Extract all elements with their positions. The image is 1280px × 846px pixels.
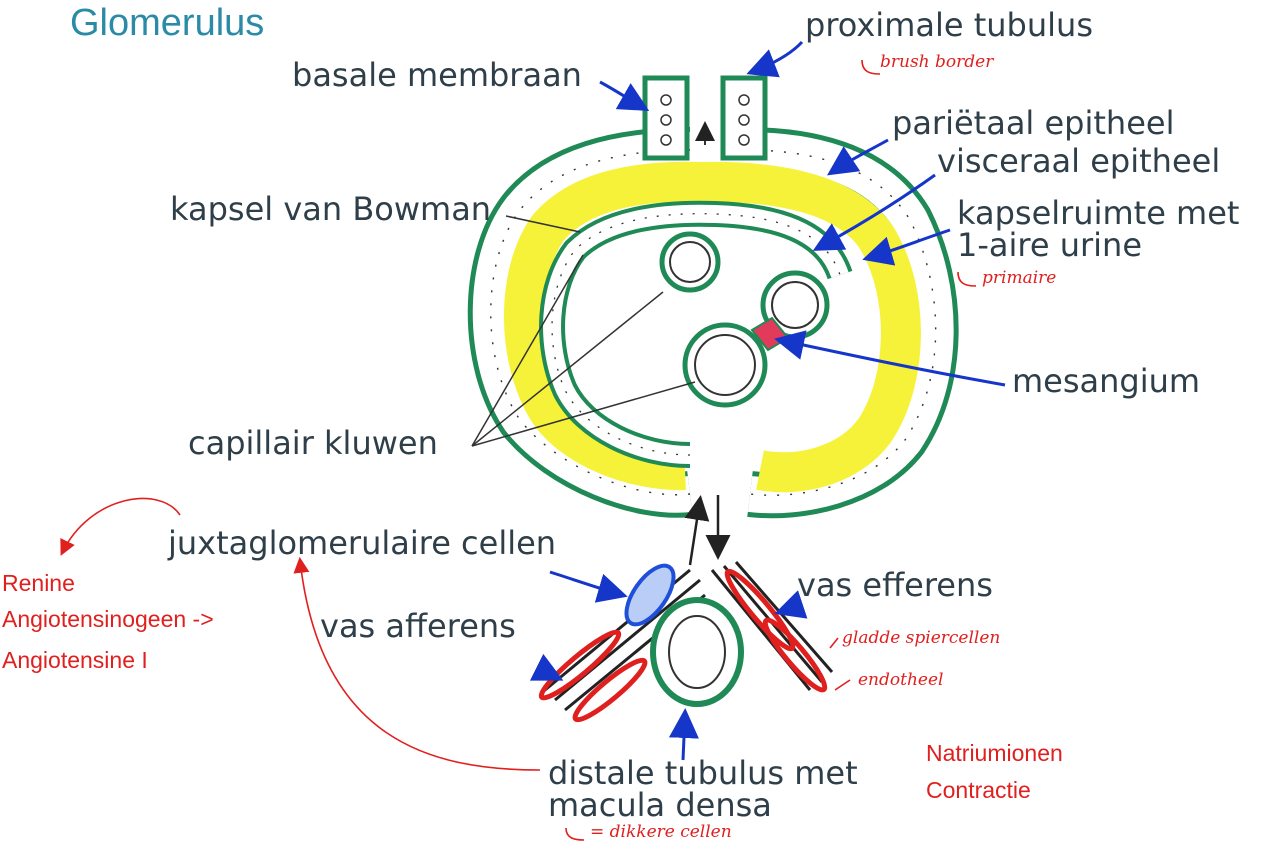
vascular-pole <box>538 495 834 723</box>
label-kapselruimte-line2: 1-aire urine <box>957 226 1143 264</box>
label-basale-membraan: basale membraan <box>292 56 582 94</box>
label-vas-efferens: vas efferens <box>797 566 993 604</box>
pointer-lines <box>471 215 696 447</box>
annotation-renine: Renine <box>2 570 75 596</box>
label-brush-border: brush border <box>880 52 994 72</box>
vas-afferens-drawing <box>538 495 710 723</box>
label-endotheel: endotheel <box>858 670 944 690</box>
label-kapselruimte-line1: kapselruimte met <box>957 194 1240 232</box>
label-proximale-tubulus: proximale tubulus <box>805 6 1093 44</box>
annotation-natriumionen: Natriumionen <box>926 740 1063 766</box>
diagram-title: Glomerulus <box>70 2 265 44</box>
label-kapsel-van-bowman: kapsel van Bowman <box>170 190 492 228</box>
annotation-angiotensinogeen: Angiotensinogeen -> <box>2 606 214 632</box>
proximal-tubule <box>642 75 768 161</box>
label-parietaal-epitheel: pariëtaal epitheel <box>892 104 1175 142</box>
label-vas-afferens: vas afferens <box>320 607 516 645</box>
label-capillair-kluwen: capillair kluwen <box>188 424 438 462</box>
label-juxtaglomerulaire-cellen: juxtaglomerulaire cellen <box>168 524 557 562</box>
label-distale-tubulus-line1: distale tubulus met <box>548 754 858 792</box>
annotation-angiotensine: Angiotensine I <box>2 647 148 673</box>
label-gladde-spiercellen: gladde spiercellen <box>842 628 1001 648</box>
capillary-tuft <box>659 231 830 408</box>
label-primaire: primaire <box>982 268 1057 288</box>
label-mesangium: mesangium <box>1012 362 1201 400</box>
red-arrows <box>60 59 977 841</box>
bowman-capsule <box>467 127 959 519</box>
vas-efferens-drawing <box>705 495 834 693</box>
distal-tubule-drawing <box>650 597 744 707</box>
label-visceraal-epitheel: visceraal epitheel <box>937 142 1221 180</box>
label-distale-tubulus-line2: macula densa <box>548 786 772 824</box>
pointer-arrows <box>529 40 1006 761</box>
capsular-space <box>504 161 921 493</box>
annotation-contractie: Contractie <box>926 777 1031 803</box>
label-dikkere-cellen: = dikkere cellen <box>590 822 732 842</box>
